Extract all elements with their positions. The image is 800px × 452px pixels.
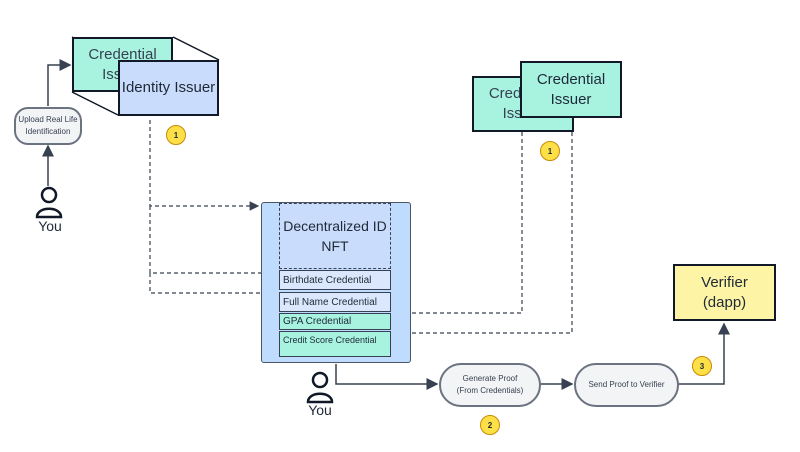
dashed-issuer-to-fullname — [149, 273, 278, 298]
user-icon — [35, 186, 63, 219]
step-badge-1: 1 — [166, 125, 186, 145]
dashed-issuer-to-birthdate — [149, 206, 278, 278]
arrow-did-to-generate — [335, 364, 439, 390]
dashed-credissuer-to-gpa — [392, 132, 523, 318]
arrow-upload-to-issuer — [47, 59, 72, 106]
identity-issuer-box: Identity Issuer — [118, 60, 219, 116]
verifier-box: Verifier (dapp) — [673, 264, 776, 321]
credential-issuer-box: Credential Issuer — [520, 61, 622, 118]
step-badge-2: 2 — [480, 415, 500, 435]
credit-score-credential: Credit Score Credential — [279, 331, 391, 357]
you-label-1: You — [38, 218, 62, 234]
step-badge-3: 3 — [692, 356, 712, 376]
send-proof-node: Send Proof to Verifier — [574, 363, 679, 407]
upload-identification-node: Upload Real Life Identification — [14, 107, 82, 145]
gpa-credential: GPA Credential — [279, 313, 391, 330]
arrow-send-to-verifier — [679, 322, 730, 385]
birthdate-credential: Birthdate Credential — [279, 270, 391, 290]
fullname-credential: Full Name Credential — [279, 292, 391, 312]
generate-proof-node: Generate Proof (From Credentials) — [439, 363, 541, 407]
user-icon — [306, 371, 334, 404]
step-badge-1b: 1 — [540, 141, 560, 161]
did-nft-card: Decentralized ID NFT — [279, 203, 391, 269]
dashed-credissuer-to-creditscore — [392, 118, 573, 338]
you-label-2: You — [308, 402, 332, 418]
